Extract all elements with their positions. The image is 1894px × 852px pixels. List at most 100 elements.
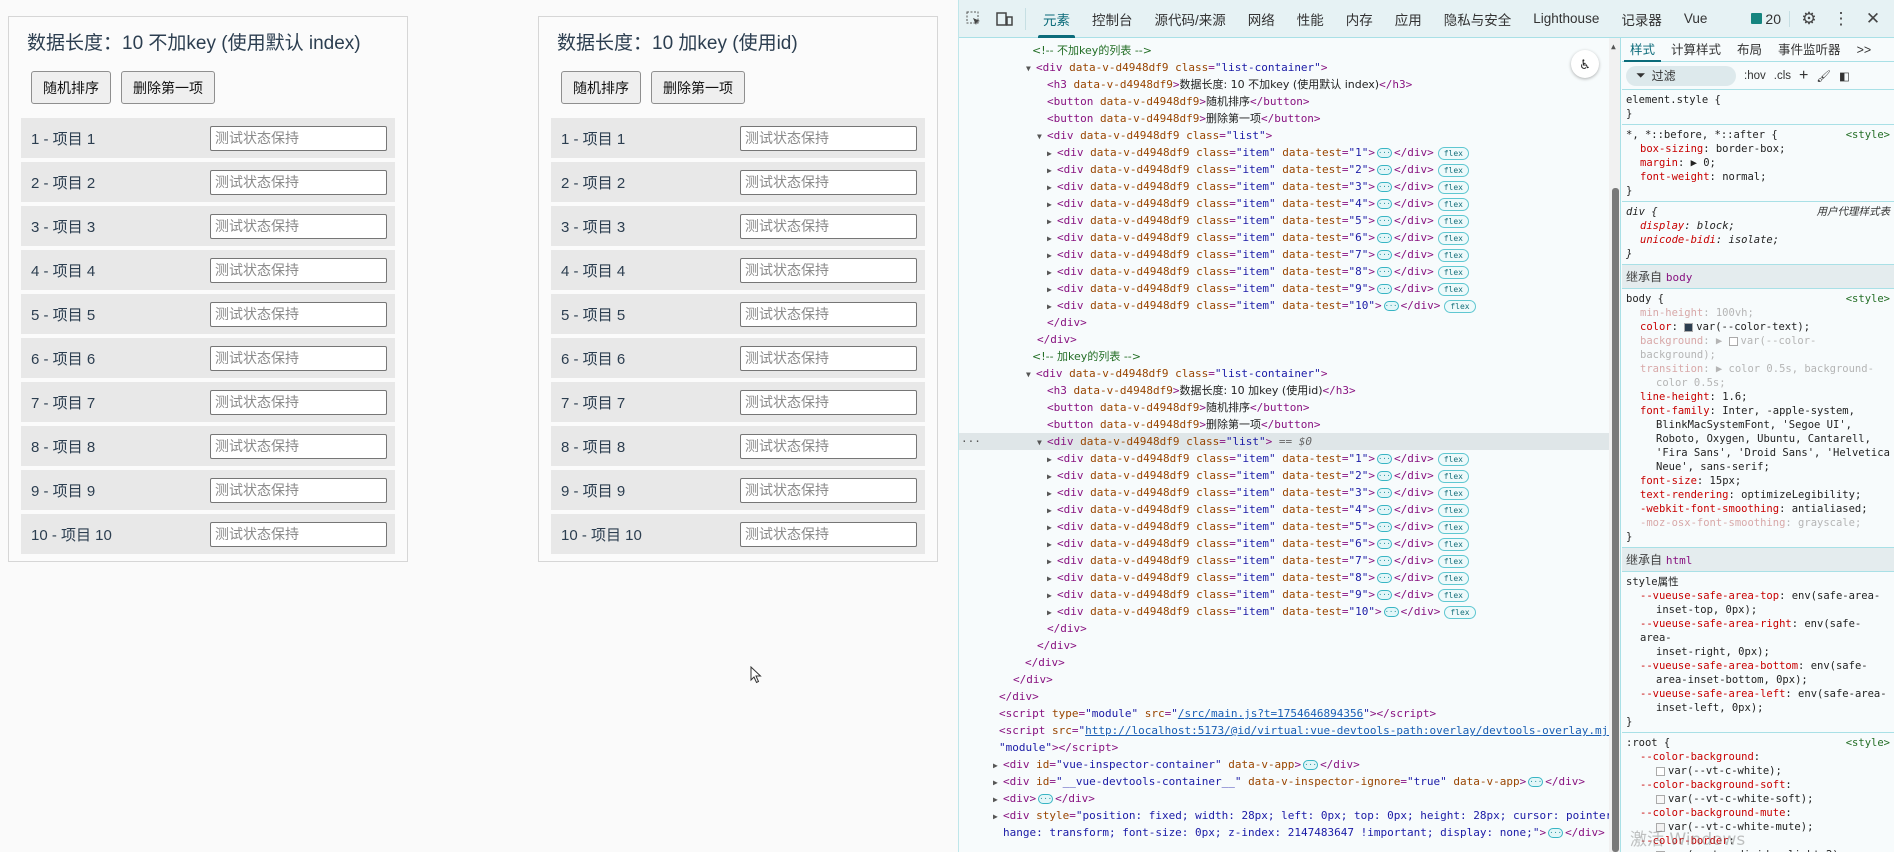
flex-badge[interactable]: flex	[1437, 180, 1469, 194]
flex-badge[interactable]: flex	[1437, 571, 1469, 585]
state-input[interactable]	[210, 257, 387, 283]
remove-first-button[interactable]: 删除第一项	[651, 71, 745, 104]
state-input[interactable]	[740, 477, 917, 503]
flex-badge[interactable]: flex	[1437, 486, 1469, 500]
dom-node-item[interactable]: ▶<div data-v-d4948df9 class="item" data-…	[1047, 484, 1469, 501]
flex-badge[interactable]: flex	[1437, 265, 1469, 279]
dom-node-script-cont[interactable]: "module"></script>	[999, 741, 1119, 754]
dom-node-button[interactable]: <button data-v-d4948df9>随机排序</button>	[1047, 401, 1310, 414]
dom-close-tag[interactable]: </div>	[1037, 639, 1077, 652]
remove-first-button[interactable]: 删除第一项	[121, 71, 215, 104]
dom-node-item[interactable]: ▶<div data-v-d4948df9 class="item" data-…	[1047, 229, 1469, 246]
rule-root[interactable]: :root {<style> --color-background: var(-…	[1622, 733, 1894, 852]
tab-performance[interactable]: 性能	[1296, 12, 1324, 28]
script-src-link[interactable]: /src/main.js?t=1754646894356	[1177, 707, 1364, 720]
state-input[interactable]	[210, 477, 387, 503]
state-input[interactable]	[740, 345, 917, 371]
flex-badge[interactable]: flex	[1437, 588, 1469, 602]
state-input[interactable]	[740, 257, 917, 283]
rule-element-style[interactable]: element.style {}	[1622, 90, 1894, 125]
state-input[interactable]	[210, 169, 387, 195]
close-icon[interactable]: ✕	[1865, 8, 1881, 28]
dom-close-tag[interactable]: </div>	[1025, 656, 1065, 669]
dom-node-item[interactable]: ▶<div data-v-d4948df9 class="item" data-…	[1047, 280, 1469, 297]
tab-console[interactable]: 控制台	[1092, 12, 1133, 28]
tab-computed[interactable]: 计算样式	[1671, 42, 1722, 57]
dom-node-item[interactable]: ▶<div data-v-d4948df9 class="item" data-…	[1047, 263, 1469, 280]
filter-input[interactable]: ⏷过滤	[1626, 65, 1736, 86]
flex-badge[interactable]: flex	[1437, 231, 1469, 245]
flex-badge[interactable]: flex	[1437, 452, 1469, 466]
dom-node-script[interactable]: <script type="module" src="/src/main.js?…	[999, 707, 1437, 720]
flex-badge[interactable]: flex	[1437, 503, 1469, 517]
tab-lighthouse[interactable]: Lighthouse	[1533, 11, 1600, 26]
dom-node-item[interactable]: ▶<div data-v-d4948df9 class="item" data-…	[1047, 467, 1469, 484]
tab-memory[interactable]: 内存	[1345, 12, 1373, 28]
state-input[interactable]	[210, 213, 387, 239]
dom-node-div[interactable]: ▶<div id="vue-inspector-container" data-…	[993, 758, 1360, 771]
tab-elements[interactable]: 元素	[1032, 0, 1081, 38]
dom-node-item[interactable]: ▶<div data-v-d4948df9 class="item" data-…	[1047, 195, 1469, 212]
tab-sources[interactable]: 源代码/来源	[1154, 12, 1226, 28]
dom-close-tag[interactable]: </div>	[1047, 316, 1087, 329]
dom-node-item[interactable]: ▶<div data-v-d4948df9 class="item" data-…	[1047, 586, 1469, 603]
dom-node-item[interactable]: ▶<div data-v-d4948df9 class="item" data-…	[1047, 603, 1476, 620]
dom-node-item[interactable]: ▶<div data-v-d4948df9 class="item" data-…	[1047, 450, 1469, 467]
dom-node-div[interactable]: ▶<div id="__vue-devtools-container__" da…	[993, 775, 1585, 788]
flex-badge[interactable]: flex	[1437, 520, 1469, 534]
state-input[interactable]	[210, 433, 387, 459]
state-input[interactable]	[210, 345, 387, 371]
dom-node-list-selected[interactable]: ···▼<div data-v-d4948df9 class="list"> =…	[959, 433, 1609, 450]
state-input[interactable]	[210, 125, 387, 151]
dom-node-div-cont[interactable]: hange: transform; font-size: 0px; z-inde…	[1003, 826, 1605, 839]
state-input[interactable]	[740, 125, 917, 151]
rule-body[interactable]: body {<style> min-height: 100vh; color: …	[1622, 289, 1894, 548]
tab-vue[interactable]: Vue	[1683, 11, 1708, 26]
tab-recorder[interactable]: 记录器	[1621, 12, 1662, 28]
dom-node-item[interactable]: ▶<div data-v-d4948df9 class="item" data-…	[1047, 569, 1469, 586]
rule-universal[interactable]: *, *::before, *::after {<style> box-sizi…	[1622, 125, 1894, 202]
state-input[interactable]	[210, 389, 387, 415]
accessibility-tree-button[interactable]: ♿	[1571, 50, 1599, 78]
shuffle-button[interactable]: 随机排序	[31, 71, 111, 104]
issues-button[interactable]: 20	[1751, 10, 1790, 27]
elements-tree[interactable]: <!-- 不加key的列表 --> ▼<div data-v-d4948df9 …	[959, 38, 1609, 852]
flex-badge[interactable]: flex	[1437, 554, 1469, 568]
dom-node-script[interactable]: <script src="http://localhost:5173/@id/v…	[999, 722, 1609, 739]
inspect-element-icon[interactable]	[959, 0, 989, 38]
tab-layout[interactable]: 布局	[1737, 42, 1763, 57]
kebab-menu-icon[interactable]: ⋮	[1832, 8, 1850, 28]
flex-badge[interactable]: flex	[1437, 163, 1469, 177]
dom-node-item[interactable]: ▶<div data-v-d4948df9 class="item" data-…	[1047, 144, 1469, 161]
new-rule-icon[interactable]: +	[1799, 66, 1809, 84]
state-input[interactable]	[740, 389, 917, 415]
dom-node-list-container[interactable]: ▼<div data-v-d4948df9 class="list-contai…	[1026, 61, 1328, 74]
state-input[interactable]	[210, 301, 387, 327]
tab-privacy-security[interactable]: 隐私与安全	[1443, 12, 1512, 28]
tab-network[interactable]: 网络	[1247, 12, 1275, 28]
state-input[interactable]	[740, 169, 917, 195]
flex-badge[interactable]: flex	[1437, 537, 1469, 551]
cls-button[interactable]: .cls	[1773, 69, 1791, 82]
shuffle-button[interactable]: 随机排序	[561, 71, 641, 104]
more-tabs-button[interactable]: >>	[1856, 42, 1872, 57]
toggle-sidebar-icon[interactable]: ◧	[1838, 70, 1850, 83]
state-input[interactable]	[740, 433, 917, 459]
dom-node-item[interactable]: ▶<div data-v-d4948df9 class="item" data-…	[1047, 297, 1476, 314]
scrollbar-thumb[interactable]	[1612, 188, 1619, 852]
flex-badge[interactable]: flex	[1437, 248, 1469, 262]
device-toolbar-icon[interactable]	[989, 0, 1019, 38]
paint-brush-icon[interactable]: 🖌	[1816, 70, 1831, 83]
state-input[interactable]	[740, 301, 917, 327]
rule-user-agent-div[interactable]: div {用户代理样式表 display: block; unicode-bid…	[1622, 202, 1894, 265]
dom-comment[interactable]: <!-- 不加key的列表 -->	[1032, 44, 1152, 57]
script-src-link[interactable]: http://localhost:5173/@id/virtual:vue-de…	[1085, 724, 1609, 737]
scroll-up-icon[interactable]: ▲	[1611, 42, 1616, 51]
dom-comment[interactable]: <!-- 加key的列表 -->	[1032, 350, 1141, 363]
flex-badge[interactable]: flex	[1437, 197, 1469, 211]
dom-node-button[interactable]: <button data-v-d4948df9>删除第一项</button>	[1047, 112, 1321, 125]
elements-scrollbar[interactable]: ▲	[1609, 38, 1621, 852]
dom-node-item[interactable]: ▶<div data-v-d4948df9 class="item" data-…	[1047, 552, 1469, 569]
dom-node-div[interactable]: ▶<div>···</div>	[993, 792, 1095, 805]
dom-node-item[interactable]: ▶<div data-v-d4948df9 class="item" data-…	[1047, 535, 1469, 552]
